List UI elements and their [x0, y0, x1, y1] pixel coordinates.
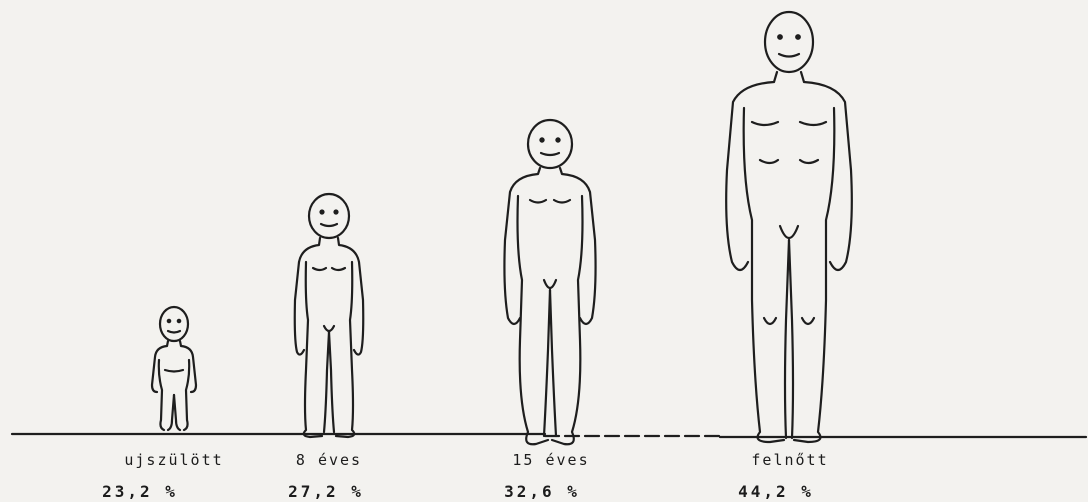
newborn-figure	[152, 307, 196, 430]
adult-figure	[726, 12, 852, 442]
ground-line	[12, 434, 1086, 437]
figure-percent-age8: 27,2 %	[288, 482, 364, 501]
figure-label-age15: 15 éves	[512, 451, 589, 469]
figure-label-age8: 8 éves	[296, 451, 362, 469]
figure-label-newborn: ujszülött	[124, 451, 223, 469]
figure-label-adult: felnőtt	[751, 451, 828, 469]
age8-figure	[295, 194, 364, 437]
age15-figure	[504, 120, 595, 444]
figure-percent-age15: 32,6 %	[504, 482, 580, 501]
figure-percent-adult: 44,2 %	[738, 482, 814, 501]
figure-percent-newborn: 23,2 %	[102, 482, 178, 501]
